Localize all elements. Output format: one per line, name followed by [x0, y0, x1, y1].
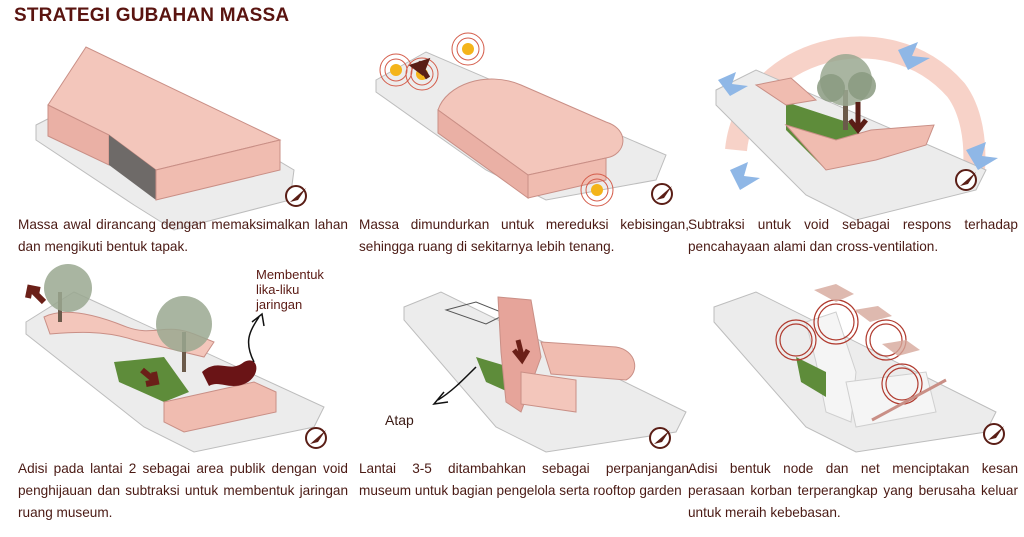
diagram-node-net [713, 284, 1005, 453]
diagram-void-subtraction [715, 36, 998, 221]
caption-void-subtraction: Subtraksi untuk void sebagai respons ter… [688, 217, 1018, 254]
light-arrow-icon [848, 102, 868, 135]
white-volume [845, 371, 937, 428]
caption-upper-floors: Lantai 3-5 ditambahkan sebagai perpanjan… [359, 461, 689, 498]
panel-node-net: Adisi bentuk node dan net menciptakan ke… [686, 262, 1022, 532]
caption-setback-mass: Massa dimundurkan untuk mereduksi kebisi… [359, 217, 689, 254]
page-title: STRATEGI GUBAHAN MASSA [14, 5, 290, 26]
mass-block [163, 381, 277, 433]
diagram-setback-mass [375, 32, 673, 207]
network-path [202, 360, 257, 386]
compass-icon [955, 169, 977, 191]
net-cable [871, 378, 947, 422]
caption-second-floor: Adisi pada lantai 2 sebagai area publik … [18, 461, 348, 520]
diagram-initial-mass [35, 46, 307, 231]
panel-upper-floors: Atap Lantai 3-5 ditambahkan sebagai perp… [356, 262, 692, 532]
wind-icon [718, 42, 998, 190]
tree-icon [44, 264, 92, 322]
caption-initial-mass: Massa awal dirancang dengan memaksimalka… [18, 217, 348, 254]
roof-arrow-icon [432, 366, 477, 406]
diagram-upper-floors [403, 291, 687, 453]
panel-second-floor: Membentuk lika-liku jaringan Adisi pada … [14, 262, 350, 532]
caption-node-net: Adisi bentuk node dan net menciptakan ke… [688, 461, 1018, 520]
noise-source-icon [451, 32, 485, 66]
diagram-second-floor [25, 264, 327, 453]
mass-ring [754, 77, 935, 171]
down-arrow-icon [512, 339, 531, 365]
lower-block [520, 371, 577, 413]
compass-icon [285, 185, 307, 207]
site-plate [403, 291, 687, 453]
compass-icon [651, 183, 673, 205]
mass-dark-face [109, 135, 156, 200]
white-volume [805, 311, 857, 423]
mass-top [437, 78, 624, 176]
compass-icon [983, 423, 1005, 445]
compass-icon [305, 427, 327, 449]
note-network: Membentuk lika-liku jaringan [256, 267, 324, 312]
network-arrow-icon [247, 312, 265, 363]
tree-icon [817, 54, 876, 130]
exit-arrow-icon [25, 284, 47, 305]
mass-front-right [155, 139, 281, 201]
noise-source-icon [379, 53, 413, 87]
noise-source-icon [580, 173, 614, 207]
tree-icon [156, 296, 212, 372]
compass-icon [649, 427, 671, 449]
note-roof: Atap [385, 412, 414, 428]
panel-setback-mass: Massa dimundurkan untuk mereduksi kebisi… [356, 30, 692, 260]
panel-initial-mass: Massa awal dirancang dengan memaksimalka… [14, 30, 350, 260]
mass-front-right [527, 157, 607, 199]
rooftop-wing [540, 341, 636, 381]
down-arrow-icon [140, 367, 160, 387]
green-terrace [796, 357, 826, 397]
panel-void-subtraction: Subtraksi untuk void sebagai respons ter… [686, 30, 1022, 260]
net-canopy-icon [814, 284, 920, 356]
setback-arrow-icon [408, 57, 431, 80]
